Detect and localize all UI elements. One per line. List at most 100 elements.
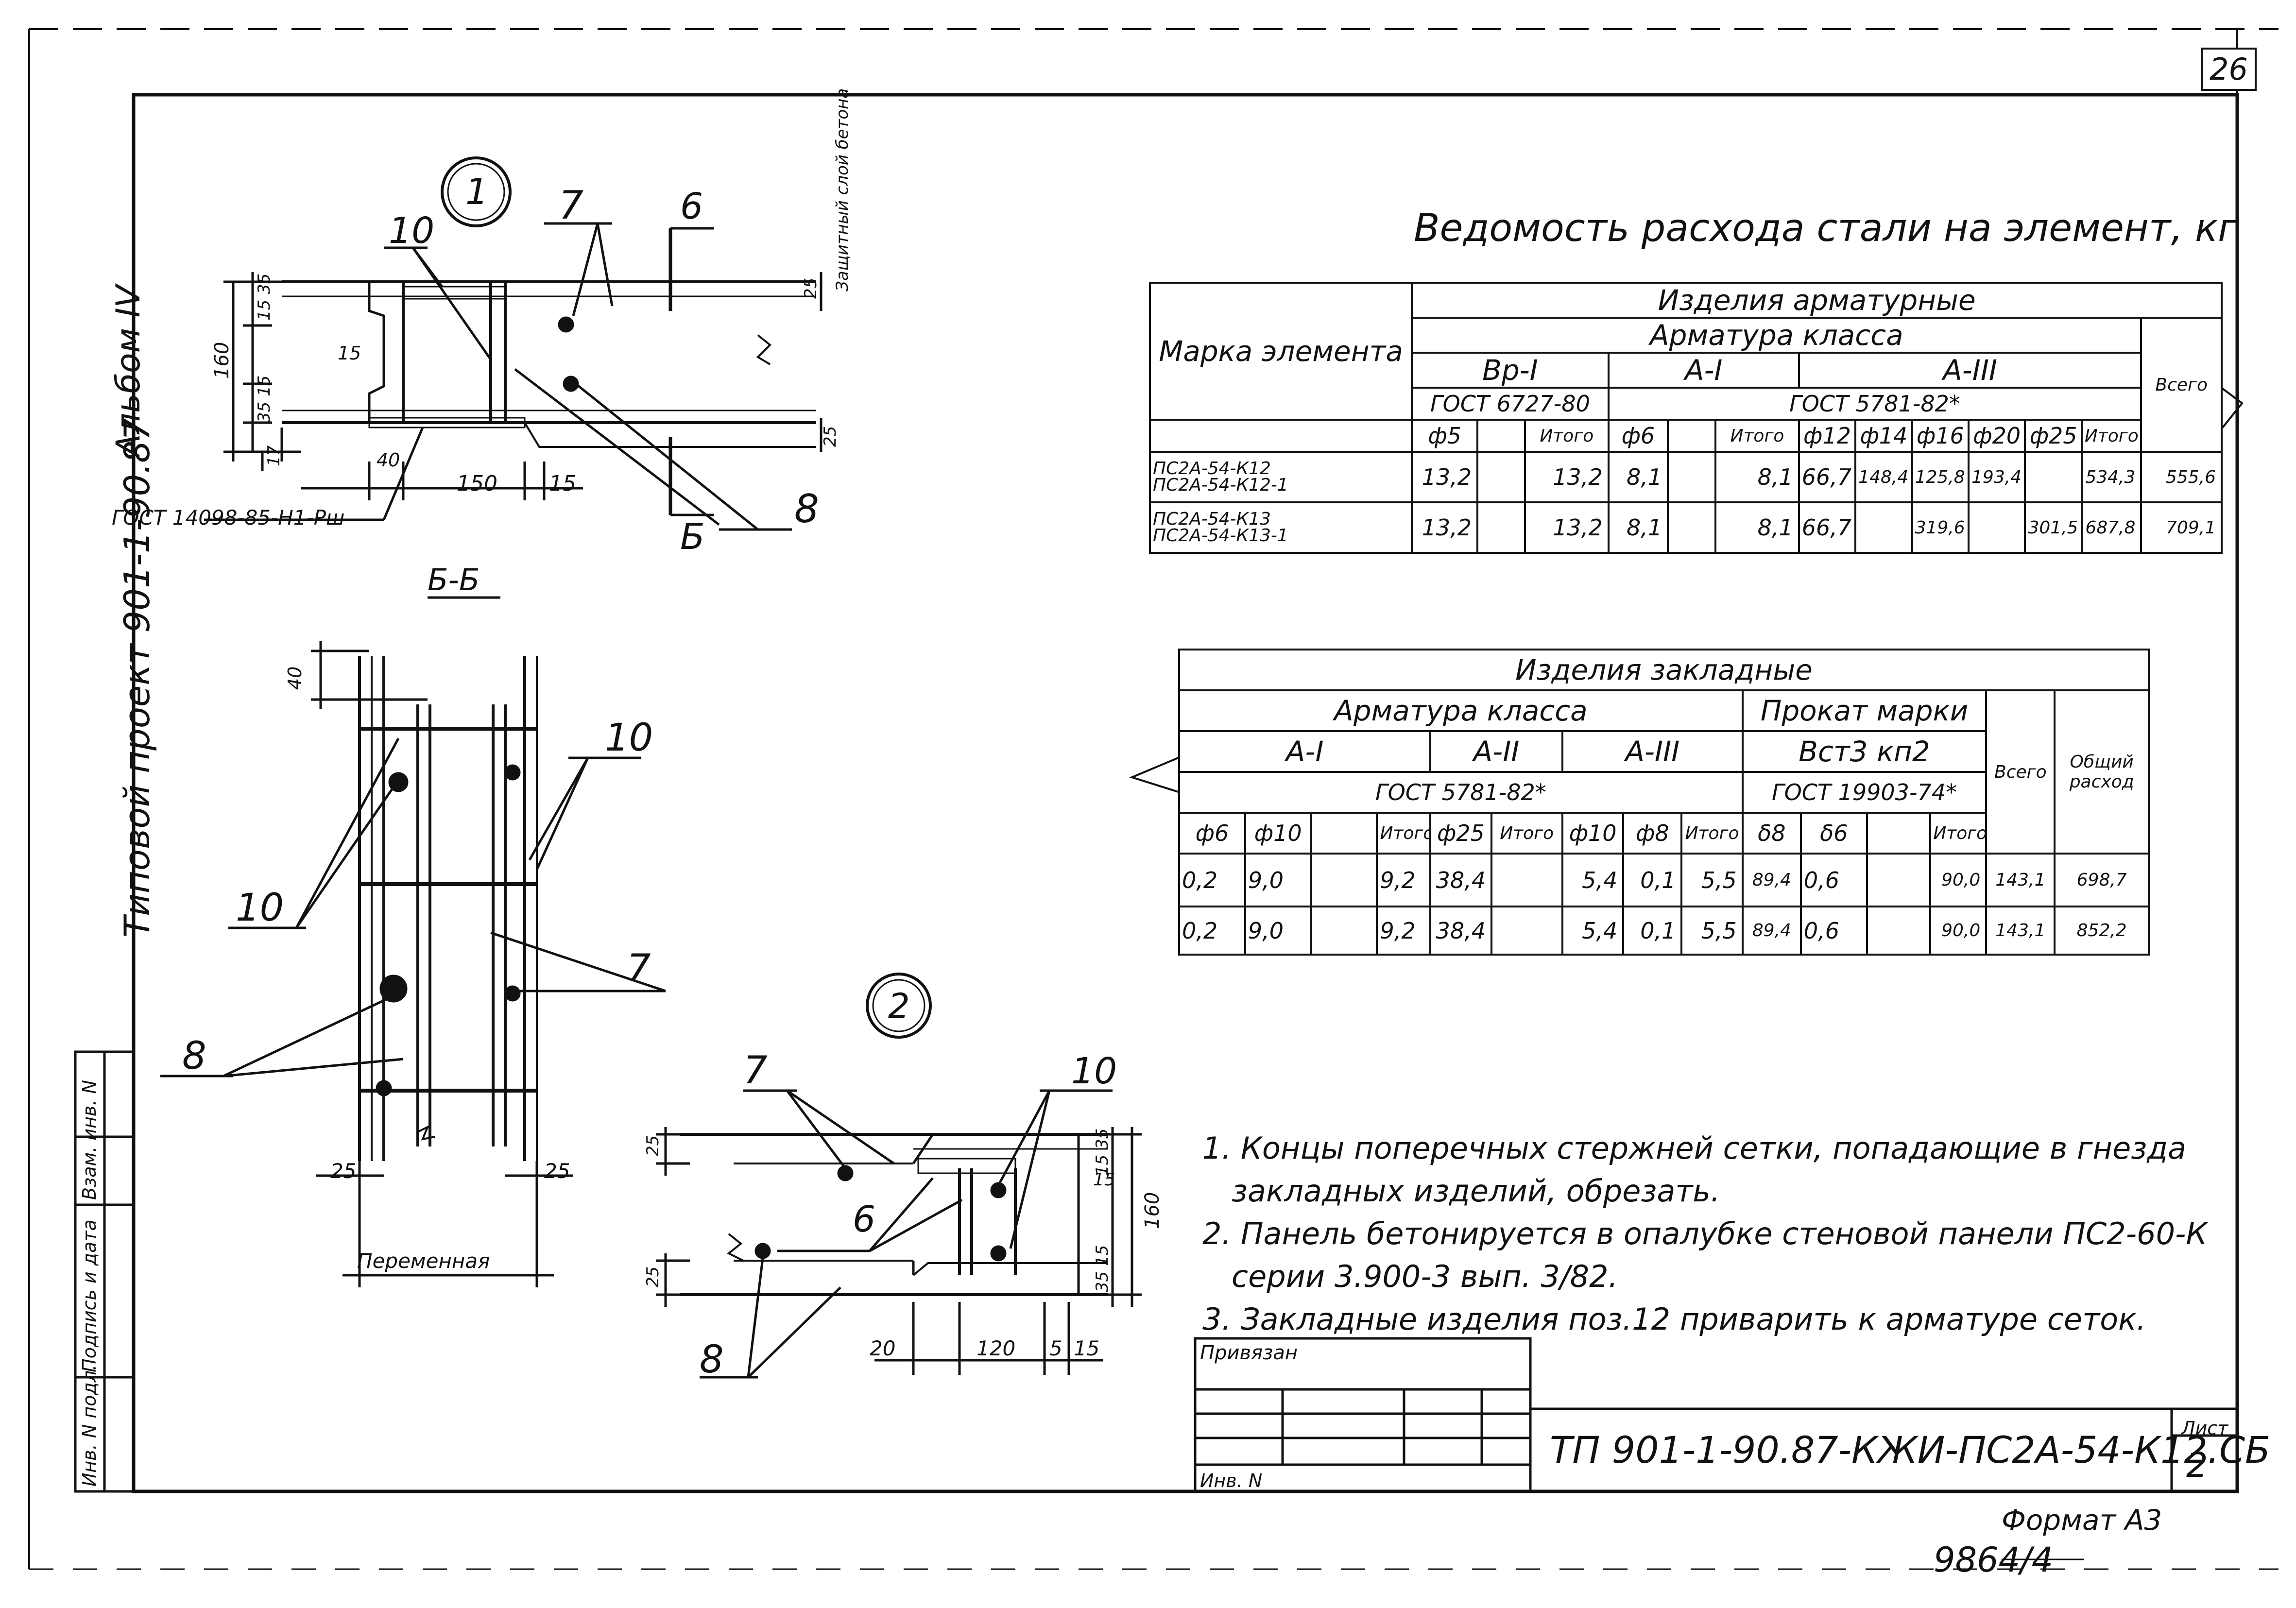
d2-dim-160: 160 — [1141, 1192, 1164, 1229]
t1-r1-c4 — [1667, 501, 1717, 554]
t1-col-5: Итого — [1714, 419, 1800, 453]
sheet-frame — [132, 93, 2239, 1493]
t1-col-2: Итого — [1524, 419, 1610, 453]
t2-col-1: ф10 — [1244, 812, 1312, 855]
t1-gost-a: ГОСТ 5781-82* — [1607, 387, 2142, 421]
d2-pos-7: 7 — [743, 1049, 768, 1093]
d1-pos-6b: Б — [680, 516, 705, 558]
t2-col-8: Итого — [1680, 812, 1744, 855]
d1-dim-15-35: 15 35 — [255, 274, 274, 321]
t2-r0-c4: 38,4 — [1429, 853, 1492, 907]
t1-r0-c0: 13,2 — [1411, 451, 1479, 503]
t2-r1-c4: 38,4 — [1429, 906, 1492, 956]
t1-r0-c6: 66,7 — [1798, 451, 1857, 503]
t1-r1-c9 — [1968, 501, 2026, 554]
d1-dim-35-15: 35 15 — [255, 376, 274, 423]
t1-col-9: ф20 — [1968, 419, 2026, 453]
t1-r0-c5: 8,1 — [1714, 451, 1800, 503]
d1-pos-6a: 6 — [680, 186, 703, 227]
t1-r0-c8: 125,8 — [1911, 451, 1970, 503]
t2-col-7: ф8 — [1622, 812, 1683, 855]
d1-weld-note: ГОСТ 14098-85-Н1-Рш — [112, 506, 344, 530]
section-bb-title: Б-Б — [428, 562, 480, 598]
table1-title: Ведомость расхода стали на элемент, кг — [1414, 206, 2238, 250]
t1-r0-total: 555,6 — [2140, 451, 2223, 503]
t1-col-10: ф25 — [2024, 419, 2083, 453]
table-row: 0,2 9,0 9,2 38,4 5,4 0,1 5,5 89,4 0,6 90… — [1178, 853, 2150, 907]
t2-r0-c5 — [1490, 853, 1563, 907]
d2-dim-25a: 25 — [643, 1135, 663, 1156]
stamp-sheet-value: 2 — [2186, 1445, 2208, 1485]
t2-gost-a: ГОСТ 5781-82* — [1178, 771, 1744, 814]
stamp-document-code: ТП 901-1-90.87-КЖИ-ПС2А-54-К12.СБ — [1550, 1428, 2271, 1471]
d1-pos-8: 8 — [794, 486, 819, 531]
sheet-number: 26 — [2201, 48, 2257, 91]
bb-pos-7: 7 — [627, 947, 651, 991]
t2-r1-c1: 9,0 — [1244, 906, 1312, 956]
table-row: 0,2 9,0 9,2 38,4 5,4 0,1 5,5 89,4 0,6 90… — [1178, 906, 2150, 956]
t2-r1-c7: 0,1 — [1622, 906, 1683, 956]
d1-pos-10: 10 — [389, 210, 434, 252]
t1-r1-c2: 13,2 — [1524, 501, 1610, 554]
t2-rolled-header: Прокат марки — [1741, 689, 1988, 732]
stamp-privyazan: Привязан — [1200, 1342, 1298, 1364]
inventory-number: 9864/4 — [1934, 1540, 2054, 1580]
t2-col-2 — [1310, 812, 1378, 855]
t2-col-0: ф6 — [1178, 812, 1246, 855]
t1-r1-c5: 8,1 — [1714, 501, 1800, 554]
t1-r1-c11: 687,8 — [2080, 501, 2142, 554]
d1-dim-17: 17 — [264, 445, 284, 466]
bb-dim-40: 40 — [284, 667, 306, 690]
t1-col-blank — [1148, 419, 1413, 453]
t2-r1-c11 — [1866, 906, 1932, 956]
t1-vr-header: Вр-I — [1411, 352, 1610, 389]
t1-r0-c3: 8,1 — [1607, 451, 1669, 503]
t1-r1-c0: 13,2 — [1411, 501, 1479, 554]
t2-r0-overall: 698,7 — [2054, 853, 2150, 907]
t1-r1-total: 709,1 — [2140, 501, 2223, 554]
note-line: серии 3.900-3 вып. 3/82. — [1232, 1259, 1618, 1294]
t2-col-11 — [1866, 812, 1932, 855]
d2-dim-120: 120 — [977, 1336, 1015, 1360]
detail1-marker-circle — [441, 156, 512, 227]
t1-group-header: Изделия арматурные — [1411, 282, 2223, 319]
notes-block: 1. Концы поперечных стержней сетки, попа… — [1202, 1127, 2207, 1341]
t1-col-8: ф16 — [1911, 419, 1970, 453]
t1-col-3: ф6 — [1607, 419, 1669, 453]
t2-col-9: δ8 — [1741, 812, 1802, 855]
bb-dim-25b: 25 — [544, 1159, 570, 1183]
t1-col-6: ф12 — [1798, 419, 1857, 453]
note-line: 1. Концы поперечных стержней сетки, попа… — [1202, 1130, 2187, 1166]
t2-group-header: Изделия закладные — [1178, 649, 2150, 691]
bb-pos-10b: 10 — [236, 886, 284, 930]
note-line: 2. Панель бетонируется в опалубке стенов… — [1202, 1216, 2208, 1251]
t2-r1-c6: 5,4 — [1561, 906, 1625, 956]
t2-r0-c7: 0,1 — [1622, 853, 1683, 907]
d1-dim-25b: 25 — [821, 426, 840, 447]
side-stamp-col3: Взам. инв. N — [79, 1080, 100, 1200]
t1-mark-header: Марка элемента — [1148, 282, 1413, 421]
t2-r0-c1: 9,0 — [1244, 853, 1312, 907]
d1-dim-150: 150 — [457, 471, 497, 496]
t2-r0-total: 143,1 — [1985, 853, 2056, 907]
t2-r0-c8: 5,5 — [1680, 853, 1744, 907]
t1-r0-c10 — [2024, 451, 2083, 503]
d1-dim-15: 15 — [338, 342, 361, 364]
t1-a1-header: А-I — [1607, 352, 1800, 389]
t1-r0-c1 — [1476, 451, 1526, 503]
t2-col-12: Итого — [1929, 812, 1988, 855]
t1-r1-c7 — [1854, 501, 1913, 554]
t2-r0-c0: 0,2 — [1178, 853, 1246, 907]
t1-r1-c10: 301,5 — [2024, 501, 2083, 554]
d1-dim-25: 25 — [801, 278, 821, 299]
t2-vst-header: Вст3 кп2 — [1741, 730, 1988, 773]
t2-col-6: ф10 — [1561, 812, 1625, 855]
t1-r1-c8: 319,6 — [1911, 501, 1970, 554]
t1-total-header: Всего — [2140, 317, 2223, 453]
t2-r1-total: 143,1 — [1985, 906, 2056, 956]
t1-a3-header: А-III — [1798, 352, 2142, 389]
t2-r0-c12: 90,0 — [1929, 853, 1988, 907]
